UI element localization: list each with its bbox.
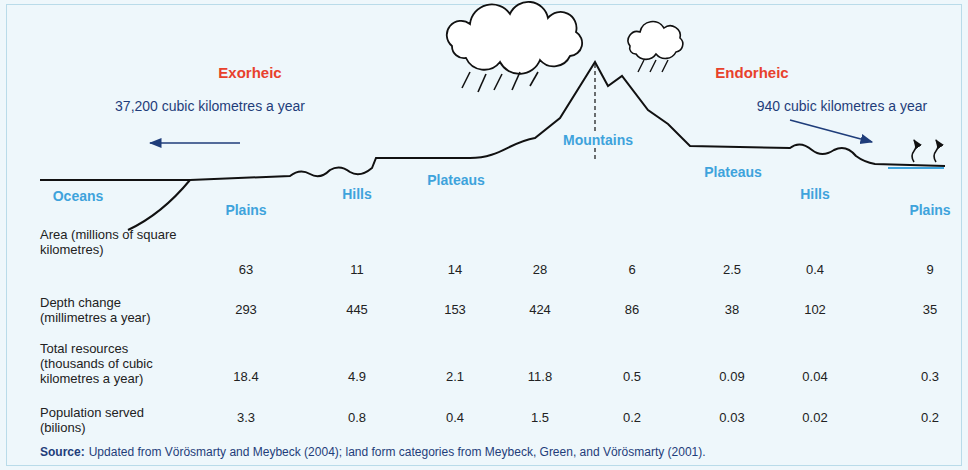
basin-label: Exorheic — [218, 64, 281, 81]
table-cell: 2.1 — [446, 370, 464, 385]
table-cell: 0.2 — [921, 411, 939, 426]
table-cell: 28 — [533, 263, 547, 278]
flow-label: 940 cubic kilometres a year — [757, 98, 927, 114]
landform-label: Mountains — [561, 132, 635, 148]
table-cell: 0.09 — [719, 370, 744, 385]
table-cell: 445 — [346, 303, 368, 318]
table-cell: 3.3 — [237, 411, 255, 426]
outflow-arrow — [150, 142, 240, 144]
lake — [888, 167, 944, 169]
table-cell: 6 — [628, 263, 635, 278]
source-label: Source: — [40, 446, 85, 460]
table-cell: 2.5 — [723, 263, 741, 278]
table-cell: 11.8 — [528, 370, 552, 385]
table-cell: 293 — [235, 303, 257, 318]
table-cell: 0.4 — [446, 411, 464, 426]
table-cell: 102 — [804, 303, 826, 318]
landform-label: Plateaus — [704, 164, 762, 180]
row-header: Total resources (thousands of cubic kilo… — [40, 342, 180, 387]
evaporation-arrow — [934, 140, 938, 162]
table-cell: 0.3 — [921, 370, 939, 385]
row-header: Depth change (millimetres a year) — [40, 296, 180, 326]
table-cell: 0.04 — [802, 370, 827, 385]
landform-label: Plains — [909, 202, 950, 218]
table-cell: 0.8 — [348, 411, 366, 426]
table-cell: 86 — [625, 303, 639, 318]
row-header: Area (millions of square kilometres) — [40, 228, 180, 258]
seafloor — [128, 180, 190, 230]
row-header: Population served (bilions) — [40, 406, 180, 436]
table-cell: 4.9 — [348, 370, 366, 385]
landform-label: Hills — [342, 186, 372, 202]
table-cell: 1.5 — [531, 411, 549, 426]
caption: Updated from Vörösmarty and Meybeck (200… — [89, 446, 706, 460]
rain — [462, 72, 538, 92]
basin-label: Endorheic — [715, 64, 788, 81]
ocean-surface — [40, 179, 190, 181]
table-cell: 63 — [239, 263, 253, 278]
table-cell: 424 — [529, 303, 551, 318]
table-cell: 0.2 — [623, 411, 641, 426]
table-cell: 0.4 — [806, 263, 824, 278]
landform-label: Plateaus — [425, 172, 487, 188]
landform-label: Oceans — [53, 188, 104, 204]
table-cell: 153 — [444, 303, 466, 318]
table-cell: 38 — [725, 303, 739, 318]
rain-cloud — [447, 2, 582, 74]
table-cell: 11 — [350, 263, 364, 278]
table-cell: 9 — [926, 263, 933, 278]
table-cell: 18.4 — [233, 370, 258, 385]
table-cell: 0.03 — [719, 411, 744, 426]
landform-label: Plains — [225, 202, 266, 218]
table-cell: 14 — [448, 263, 462, 278]
table-cell: 0.02 — [802, 411, 827, 426]
landform-label: Hills — [800, 186, 830, 202]
inflow-arrow — [790, 120, 872, 142]
flow-label: 37,200 cubic kilometres a year — [115, 98, 305, 114]
small-cloud — [628, 22, 683, 60]
land-profile — [190, 62, 945, 180]
table-cell: 0.5 — [623, 370, 641, 385]
evaporation-arrow — [912, 140, 916, 162]
table-cell: 35 — [923, 303, 937, 318]
rain — [638, 60, 668, 72]
